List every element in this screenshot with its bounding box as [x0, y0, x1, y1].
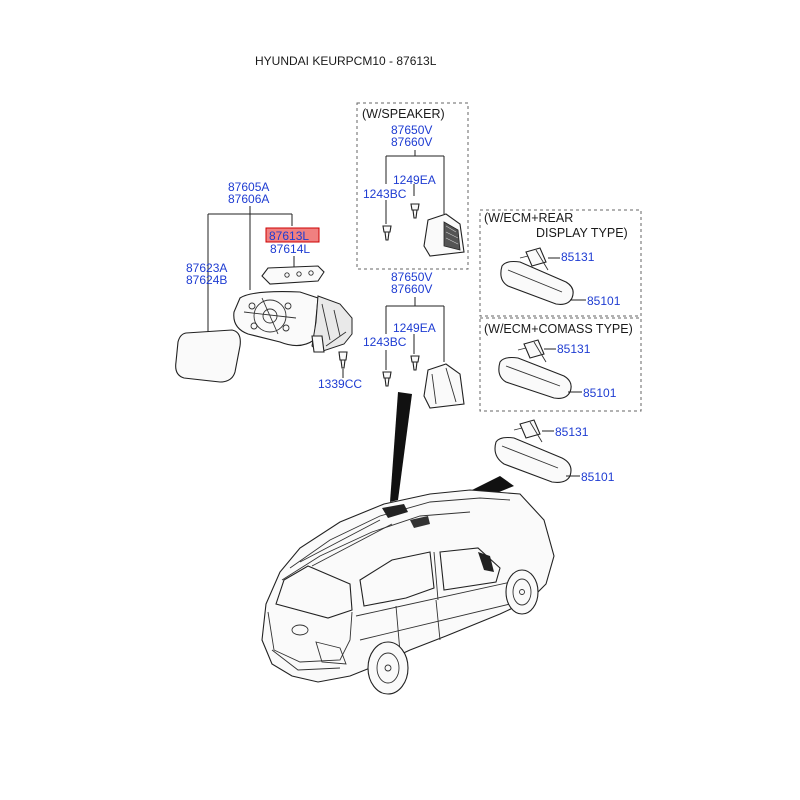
ecm-rear-mirror-part [500, 260, 574, 305]
inside-mirror-part [494, 436, 572, 483]
part-label-ecm-compass-cover[interactable]: 85131 [557, 342, 591, 356]
diagram-title: HYUNDAI KEURPCM10 - 87613L [255, 54, 437, 68]
part-label-ecm-rear-cover[interactable]: 85131 [561, 250, 595, 264]
pointer-to-cover [390, 392, 412, 502]
speaker-bolt-b-part [382, 225, 392, 241]
part-label-cover-1[interactable]: 87650V [391, 270, 432, 284]
mirror-glass-part [175, 329, 241, 383]
part-label-assembly-1[interactable]: 87605A [228, 180, 269, 194]
side-repeater-lamp-part [261, 265, 325, 285]
part-label-ecm-rear-mirror[interactable]: 85101 [587, 294, 621, 308]
inside-mirror-group: 85131 85101 [494, 419, 615, 484]
part-label-screw[interactable]: 1339CC [318, 377, 362, 391]
speaker-bolt-a-part [410, 203, 420, 219]
part-label-cover-2[interactable]: 87660V [391, 282, 432, 296]
mirror-base-part [311, 295, 353, 353]
inside-mirror-cover-part [519, 419, 541, 439]
assembly-leader-line [207, 206, 293, 332]
ecm-compass-heading: (W/ECM+COMASS TYPE) [484, 322, 633, 336]
part-label-speaker-cover-2[interactable]: 87660V [391, 135, 432, 149]
speaker-cover-part [423, 213, 465, 257]
screw-part [338, 351, 348, 369]
part-label-cover-bolt-a[interactable]: 1249EA [393, 321, 436, 335]
cover-bolt-a-part [410, 355, 420, 371]
part-label-ecm-compass-mirror[interactable]: 85101 [583, 386, 617, 400]
suv-vehicle-illustration [261, 489, 555, 695]
cover-part [423, 363, 465, 409]
mirror-housing-part [233, 291, 319, 347]
speaker-leader-line [385, 150, 445, 214]
standard-cover-group: 87650V 87660V 1249EA 1243BC [363, 270, 465, 409]
part-label-cover-bolt-b[interactable]: 1243BC [363, 335, 407, 349]
part-label-speaker-cover-1[interactable]: 87650V [391, 123, 432, 137]
highlight-box [265, 227, 320, 243]
part-label-inside-mirror[interactable]: 85101 [581, 470, 615, 484]
ecm-rear-cover-part [525, 247, 547, 267]
ecm-rear-display-box: (W/ECM+REAR DISPLAY TYPE) 85131 85101 [479, 209, 642, 317]
part-label-glass-2[interactable]: 87624B [186, 273, 227, 287]
vehicle-side-mirror [478, 552, 494, 572]
ecm-compass-cover-part [523, 339, 545, 359]
part-label-speaker-bolt-a[interactable]: 1249EA [393, 173, 436, 187]
cover-leader-line [385, 297, 445, 362]
part-label-assembly-2[interactable]: 87606A [228, 192, 269, 206]
ecm-compass-mirror-part [498, 356, 572, 399]
part-label-glass-1[interactable]: 87623A [186, 261, 227, 275]
part-label-paired[interactable]: 87614L [270, 242, 310, 256]
ecm-rear-heading-2: DISPLAY TYPE) [536, 226, 628, 240]
outside-mirror-group: 87605A 87606A 87613L 87614L 87623A 87624… [175, 180, 362, 391]
part-label-inside-cover[interactable]: 85131 [555, 425, 589, 439]
cover-bolt-b-part [382, 371, 392, 387]
ecm-compass-box: (W/ECM+COMASS TYPE) 85131 85101 [479, 317, 642, 412]
ecm-rear-heading-1: (W/ECM+REAR [484, 211, 573, 225]
vehicle-roof-marker [382, 504, 408, 518]
part-label-highlighted[interactable]: 87613L [269, 229, 309, 243]
part-label-speaker-bolt-b[interactable]: 1243BC [363, 187, 407, 201]
speaker-variant-box: (W/SPEAKER) 87650V 87660V 1249EA 1243BC [356, 102, 469, 270]
speaker-box-heading: (W/SPEAKER) [362, 107, 445, 121]
vehicle-windshield-marker [410, 516, 430, 528]
